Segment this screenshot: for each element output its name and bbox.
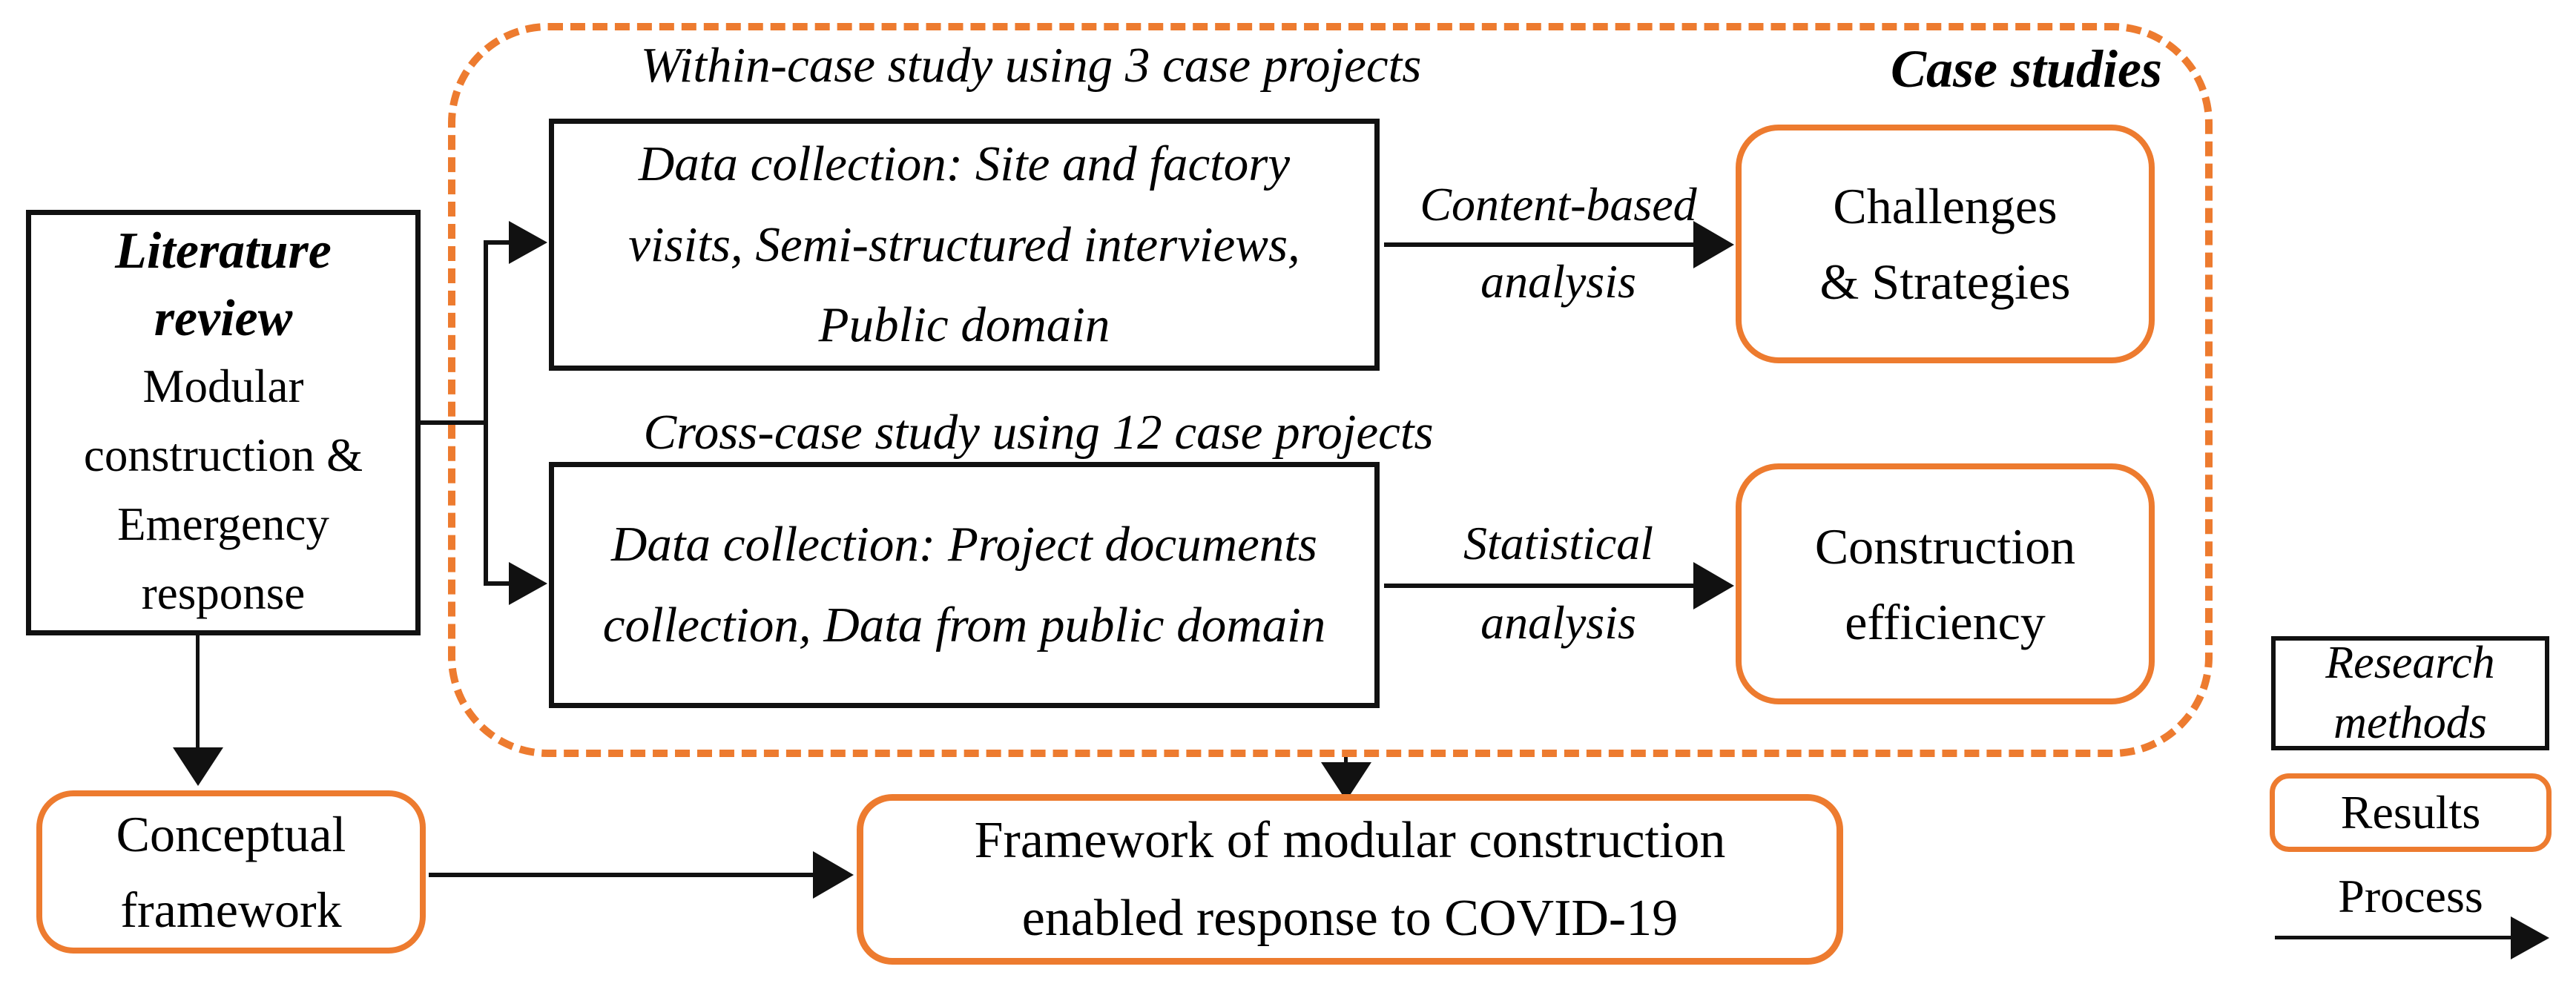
arrow-head-branch-top [509,221,547,264]
arrow-head-statistical-analysis [1693,562,1734,609]
case-studies-dashed-container [448,23,2213,757]
arrow-head-literature-to-conceptual [173,747,223,786]
cross-case-data-collection-box: Data collection: Project documents colle… [549,462,1380,708]
construction-efficiency-line2: efficiency [1845,593,2046,650]
case-studies-label: Case studies [1890,39,2162,99]
literature-review-body: Modular construction & Emergency respons… [83,360,363,620]
legend-research-methods-line2: methods [2333,698,2487,748]
connector-literature-to-branch [421,420,488,425]
within-case-data-collection-box: Data collection: Site and factory visits… [549,119,1380,371]
literature-review-title: Literature review [115,222,332,347]
process-arrow-content-analysis [1384,242,1699,247]
connector-branch-bottom [484,581,513,586]
statistical-analysis-label-top: Statistical [1463,517,1653,569]
arrow-head-content-analysis [1693,221,1734,268]
challenges-strategies-line1: Challenges [1833,178,2058,234]
connector-literature-to-conceptual [196,635,200,750]
covid-framework-box: Framework of modular construction enable… [857,794,1843,965]
arrow-head-conceptual-to-framework [813,851,854,899]
cross-case-label: Cross-case study using 12 case projects [643,405,1434,460]
content-based-analysis-label-bottom: analysis [1480,255,1636,308]
conceptual-framework-box: Conceptual framework [36,790,426,954]
content-based-analysis-label-top: Content-based [1420,178,1697,231]
construction-efficiency-box: Construction efficiency [1736,463,2155,704]
challenges-strategies-box: Challenges & Strategies [1736,125,2155,363]
legend-research-methods-line1: Research [2325,638,2495,689]
process-arrow-statistical-analysis [1384,584,1699,588]
legend-process-arrow-head [2511,916,2549,959]
statistical-analysis-label-bottom: analysis [1480,596,1636,649]
legend-research-methods-box: Research methods [2271,636,2549,750]
legend-results-box: Results [2270,773,2552,852]
connector-branch-top [484,240,513,245]
legend-process-arrow-line [2275,936,2516,939]
construction-efficiency-line1: Construction [1814,518,2076,575]
arrow-head-branch-bottom [509,562,547,605]
connector-conceptual-to-framework [429,873,816,877]
connector-branch-vertical [484,240,488,586]
literature-review-box: Literature review Modular construction &… [26,210,421,635]
within-case-label: Within-case study using 3 case projects [640,38,1422,93]
challenges-strategies-line2: & Strategies [1819,254,2071,310]
legend-process-label: Process [2338,870,2483,922]
